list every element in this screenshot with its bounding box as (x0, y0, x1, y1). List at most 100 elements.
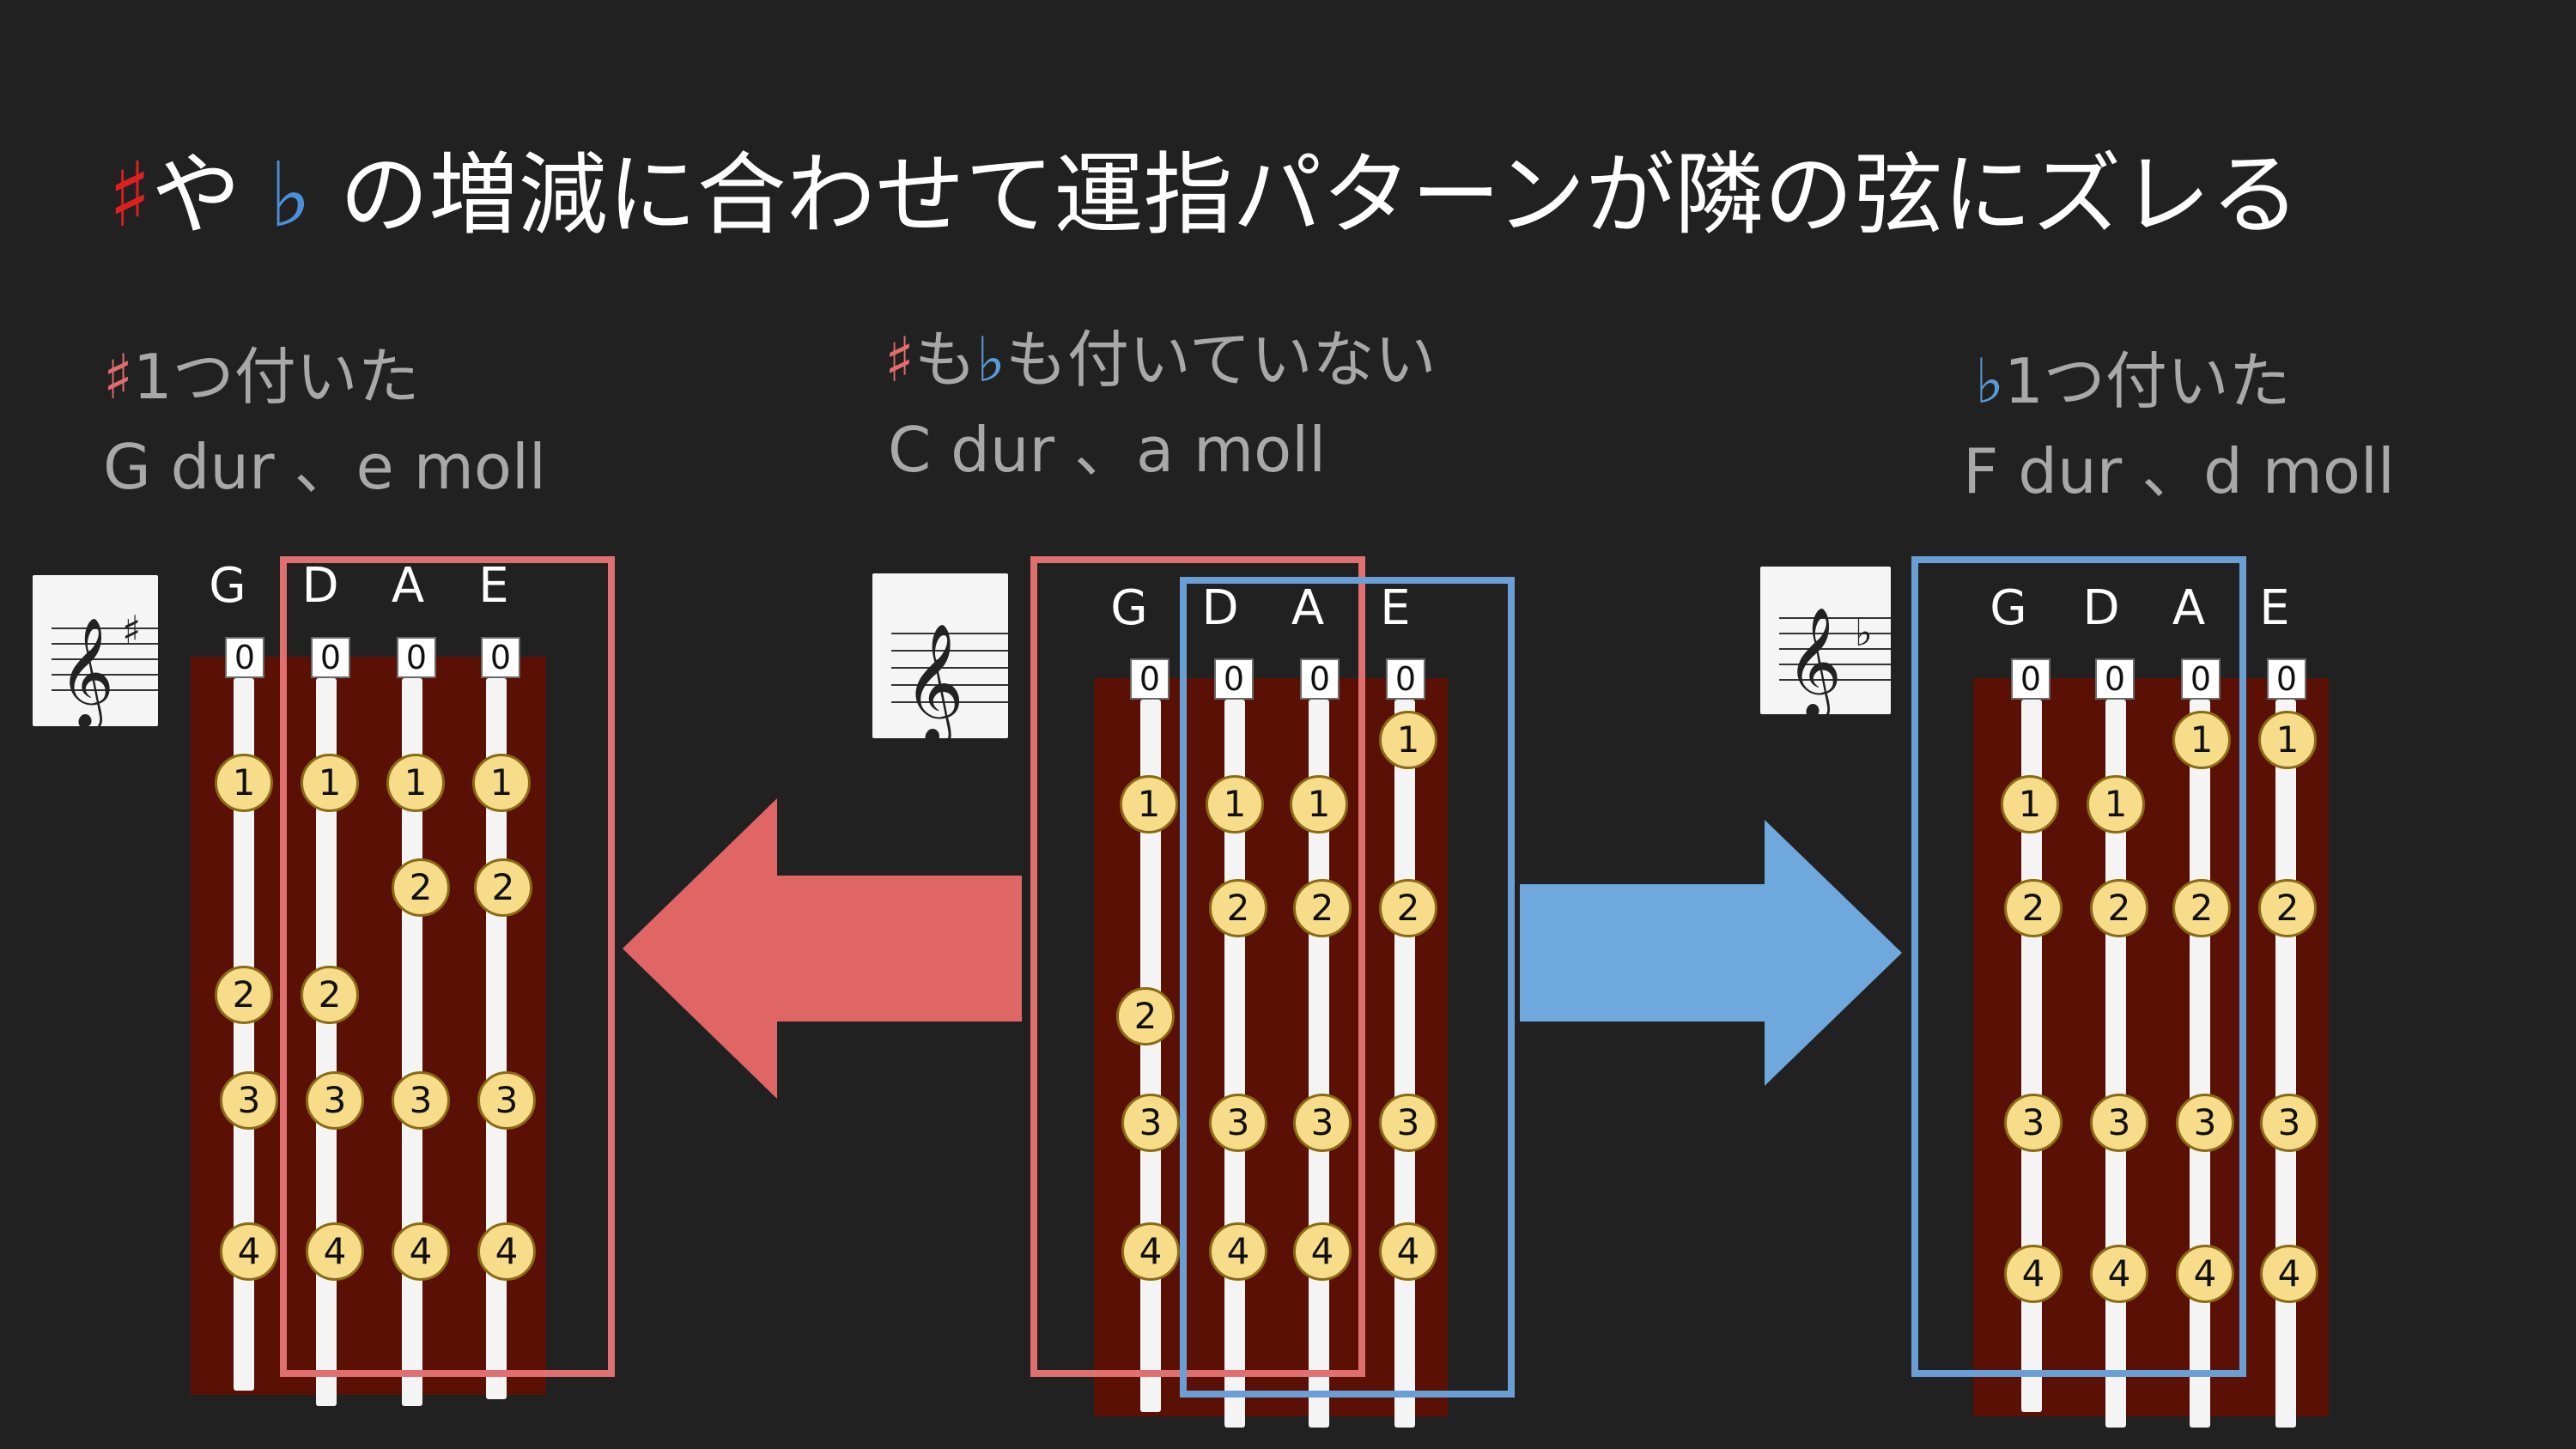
svg-text:♭: ♭ (1855, 611, 1873, 655)
finger-dot: 4 (1121, 1222, 1180, 1281)
finger-dot: 1 (301, 754, 359, 812)
right-label-line2: F dur 、d moll (1963, 435, 2395, 507)
finger-dot: 2 (1116, 987, 1175, 1046)
finger-dot: 1 (2001, 775, 2059, 834)
finger-dot: 2 (474, 858, 532, 917)
open-string-marker: 0 (1130, 658, 1170, 700)
finger-dot: 1 (1290, 775, 1348, 834)
finger-dot: 2 (392, 858, 450, 917)
string-name-g: G (209, 558, 246, 614)
highlight-frame-flat (1180, 577, 1515, 1397)
string-name-e: E (478, 558, 509, 614)
finger-dot: 3 (1209, 1094, 1267, 1152)
center-label-text: も付いていない (1005, 324, 1437, 396)
treble-clef-flat-icon: 𝄞 ♭ (1760, 567, 1891, 714)
highlight-frame-sharp (280, 556, 615, 1377)
svg-text:𝄞: 𝄞 (58, 616, 114, 726)
finger-dot: 4 (220, 1222, 278, 1281)
treble-clef-icon: 𝄞 (872, 573, 1008, 738)
center-label-flat: ♭ (975, 324, 1005, 396)
svg-text:𝄞: 𝄞 (903, 623, 964, 738)
finger-dot: 1 (215, 754, 273, 812)
finger-dot: 1 (2258, 711, 2317, 769)
finger-dot: 4 (1293, 1222, 1352, 1281)
finger-dot: 1 (472, 754, 531, 812)
finger-dot: 1 (386, 754, 445, 812)
finger-dot: 3 (306, 1071, 364, 1130)
right-label-text: 1つ付いた (2003, 345, 2291, 417)
finger-dot: 4 (306, 1222, 364, 1281)
finger-dot: 3 (2176, 1094, 2234, 1152)
open-string-marker: 0 (481, 637, 520, 678)
open-string-marker: 0 (1300, 658, 1340, 700)
string-line (1394, 700, 1415, 1428)
open-string-marker: 0 (225, 637, 264, 678)
sharp-symbol: ♯ (108, 142, 152, 247)
string-line (2190, 700, 2210, 1428)
finger-dot: 4 (2176, 1245, 2234, 1303)
highlight-frame-flat (1911, 556, 2246, 1377)
left-label-line2: G dur 、e moll (103, 431, 546, 503)
finger-dot: 1 (2087, 775, 2145, 834)
finger-dot: 2 (2004, 879, 2063, 937)
finger-dot: 1 (2172, 711, 2231, 769)
finger-dot: 3 (2260, 1094, 2318, 1152)
center-label-line1: ♯も♭も付いていない (884, 309, 1437, 399)
finger-dot: 2 (215, 966, 273, 1024)
open-string-marker: 0 (311, 637, 350, 678)
string-line (2275, 700, 2296, 1428)
finger-dot: 4 (1379, 1222, 1437, 1281)
finger-dot: 3 (392, 1071, 450, 1130)
finger-dot: 2 (2258, 879, 2317, 937)
right-label-line1: ♭1つ付いた (1975, 330, 2291, 421)
finger-dot: 2 (1379, 879, 1437, 937)
finger-dot: 3 (2090, 1094, 2148, 1152)
finger-dot: 3 (477, 1071, 536, 1130)
string-name-d: D (2082, 580, 2120, 636)
finger-dot: 1 (1206, 775, 1264, 834)
finger-dot: 2 (1209, 879, 1267, 937)
treble-clef-sharp-icon: 𝄞 ♯ (33, 575, 158, 726)
string-name-d: D (301, 558, 339, 614)
page-title: ♯や ♭ の増減に合わせて運指パターンが隣の弦にズレる (108, 146, 2300, 244)
center-label-mo: も (914, 324, 976, 396)
finger-dot: 3 (1379, 1094, 1437, 1152)
finger-dot: 2 (2172, 879, 2231, 937)
string-name-a: A (391, 558, 425, 614)
finger-dot: 3 (1293, 1094, 1352, 1152)
highlight-frame-sharp (1030, 556, 1365, 1377)
open-string-marker: 0 (1214, 658, 1254, 700)
flat-symbol: ♭ (269, 142, 312, 247)
finger-dot: 4 (477, 1222, 536, 1281)
finger-dot: 3 (220, 1071, 278, 1130)
string-name-a: A (2172, 580, 2206, 636)
finger-dot: 1 (1379, 711, 1437, 769)
open-string-marker: 0 (2267, 658, 2306, 700)
finger-dot: 1 (1120, 775, 1178, 834)
center-label-line2: C dur 、a moll (888, 414, 1327, 486)
string-name-e: E (2259, 580, 2290, 636)
arrow-left-icon (623, 798, 1022, 1099)
string-name-g: G (1990, 580, 2027, 636)
finger-dot: 3 (1121, 1094, 1180, 1152)
finger-dot: 4 (392, 1222, 450, 1281)
left-label-line1: ♯1つ付いた (103, 326, 420, 416)
finger-dot: 4 (2004, 1245, 2063, 1303)
string-name-g: G (1110, 580, 1148, 636)
open-string-marker: 0 (397, 637, 436, 678)
finger-dot: 2 (301, 966, 359, 1024)
string-name-e: E (1380, 580, 1411, 636)
right-label-flat: ♭ (1975, 345, 2004, 417)
arrow-right-icon (1520, 820, 1902, 1086)
finger-dot: 4 (2260, 1245, 2318, 1303)
open-string-marker: 0 (2095, 658, 2135, 700)
finger-dot: 4 (2090, 1245, 2148, 1303)
title-ya: や (151, 142, 241, 247)
center-label-sharp: ♯ (884, 324, 914, 396)
open-string-marker: 0 (1386, 658, 1425, 700)
open-string-marker: 0 (2181, 658, 2221, 700)
svg-text:𝄞: 𝄞 (1786, 606, 1842, 714)
left-label-text: 1つ付いた (132, 341, 420, 413)
svg-text:♯: ♯ (122, 607, 141, 653)
left-label-sharp: ♯ (103, 341, 133, 413)
